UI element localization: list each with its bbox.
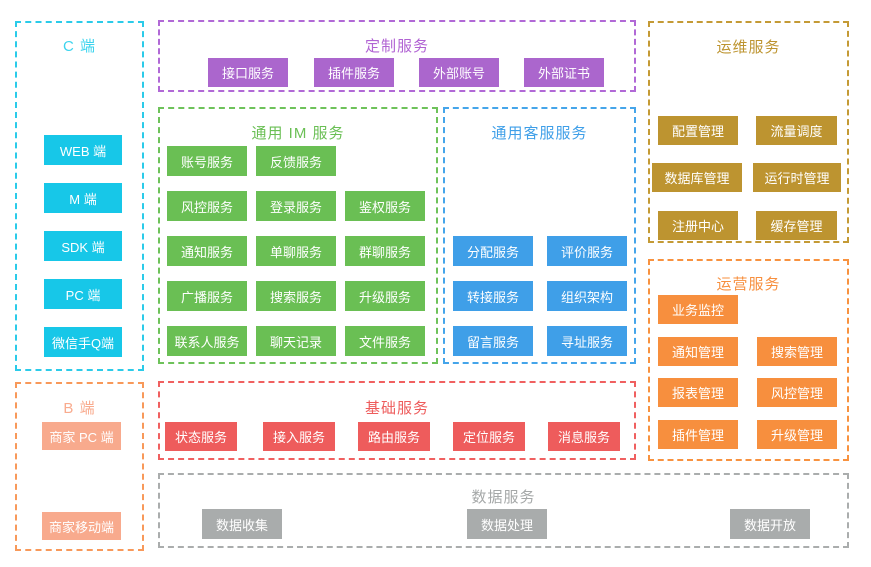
service-node: 数据处理 (467, 509, 547, 539)
service-node: 升级服务 (345, 281, 425, 311)
service-node: 商家移动端 (42, 512, 121, 540)
section-title: C 端 (62, 38, 96, 55)
service-node: 注册中心 (658, 211, 738, 240)
section-title: 数据服务 (471, 489, 536, 506)
service-node: 数据开放 (730, 509, 810, 539)
panel-custom-services: 定制服务 接口服务 插件服务 外部账号 外部证书 (158, 20, 636, 92)
service-node: 风控服务 (167, 191, 247, 221)
section-title: 基础服务 (364, 400, 429, 417)
panel-base-services: 基础服务 状态服务 接入服务 路由服务 定位服务 消息服务 (158, 381, 636, 460)
panel-customer-services: 通用客服服务 分配服务 评价服务 转接服务 组织架构 留言服务 寻址服务 (443, 107, 636, 364)
service-node: 寻址服务 (547, 326, 627, 356)
service-node: 广播服务 (167, 281, 247, 311)
service-node: 登录服务 (256, 191, 336, 221)
service-node: 商家 PC 端 (42, 422, 121, 450)
service-node: 转接服务 (453, 281, 533, 311)
service-node: 反馈服务 (256, 146, 336, 176)
service-node: 业务监控 (658, 295, 738, 324)
service-node: 评价服务 (547, 236, 627, 266)
service-node: 外部账号 (419, 58, 499, 87)
section-title: 通用 IM 服务 (251, 125, 345, 142)
service-node: 单聊服务 (256, 236, 336, 266)
service-node: 鉴权服务 (345, 191, 425, 221)
service-node: 微信手Q端 (44, 327, 122, 357)
service-node: 插件管理 (658, 420, 738, 449)
service-node: 配置管理 (658, 116, 738, 145)
service-node: 通知管理 (658, 337, 738, 366)
service-node: 风控管理 (757, 378, 837, 407)
service-node: 升级管理 (757, 420, 837, 449)
service-node: SDK 端 (44, 231, 122, 261)
service-node: WEB 端 (44, 135, 122, 165)
service-node: 留言服务 (453, 326, 533, 356)
service-node: 通知服务 (167, 236, 247, 266)
service-node: 聊天记录 (256, 326, 336, 356)
service-node: 插件服务 (314, 58, 394, 87)
service-node: 路由服务 (358, 422, 430, 451)
panel-c-side: C 端 WEB 端 M 端 SDK 端 PC 端 微信手Q端 (15, 21, 144, 371)
service-node: 定位服务 (453, 422, 525, 451)
service-node: 账号服务 (167, 146, 247, 176)
service-node: 流量调度 (756, 116, 837, 145)
service-node: 搜索服务 (256, 281, 336, 311)
section-title: 运维服务 (716, 39, 781, 56)
service-node: PC 端 (44, 279, 122, 309)
service-node: 搜索管理 (757, 337, 837, 366)
service-node: 状态服务 (165, 422, 237, 451)
service-node: 接口服务 (208, 58, 288, 87)
panel-ops-services: 运维服务 配置管理 流量调度 数据库管理 运行时管理 注册中心 缓存管理 (648, 21, 849, 243)
section-title: B 端 (63, 400, 96, 417)
service-node: 消息服务 (548, 422, 620, 451)
service-node: 缓存管理 (756, 211, 837, 240)
service-node: 文件服务 (345, 326, 425, 356)
service-node: 接入服务 (263, 422, 335, 451)
service-node: 组织架构 (547, 281, 627, 311)
service-node: 分配服务 (453, 236, 533, 266)
service-node: 运行时管理 (753, 163, 841, 192)
service-node: 群聊服务 (345, 236, 425, 266)
service-node: M 端 (44, 183, 122, 213)
section-title: 通用客服服务 (491, 125, 588, 142)
service-node: 外部证书 (524, 58, 604, 87)
service-node: 数据库管理 (652, 163, 742, 192)
service-node: 报表管理 (658, 378, 738, 407)
service-node: 数据收集 (202, 509, 282, 539)
service-node: 联系人服务 (167, 326, 247, 356)
panel-operation-services: 运营服务 业务监控 通知管理 搜索管理 报表管理 风控管理 插件管理 升级管理 (648, 259, 849, 461)
section-title: 运营服务 (716, 276, 781, 293)
panel-data-services: 数据服务 数据收集 数据处理 数据开放 (158, 473, 849, 548)
panel-im-services: 通用 IM 服务 账号服务 反馈服务 风控服务 登录服务 鉴权服务 通知服务 单… (158, 107, 438, 364)
panel-b-side: B 端 商家 PC 端 商家移动端 (15, 382, 144, 551)
section-title: 定制服务 (364, 38, 429, 55)
